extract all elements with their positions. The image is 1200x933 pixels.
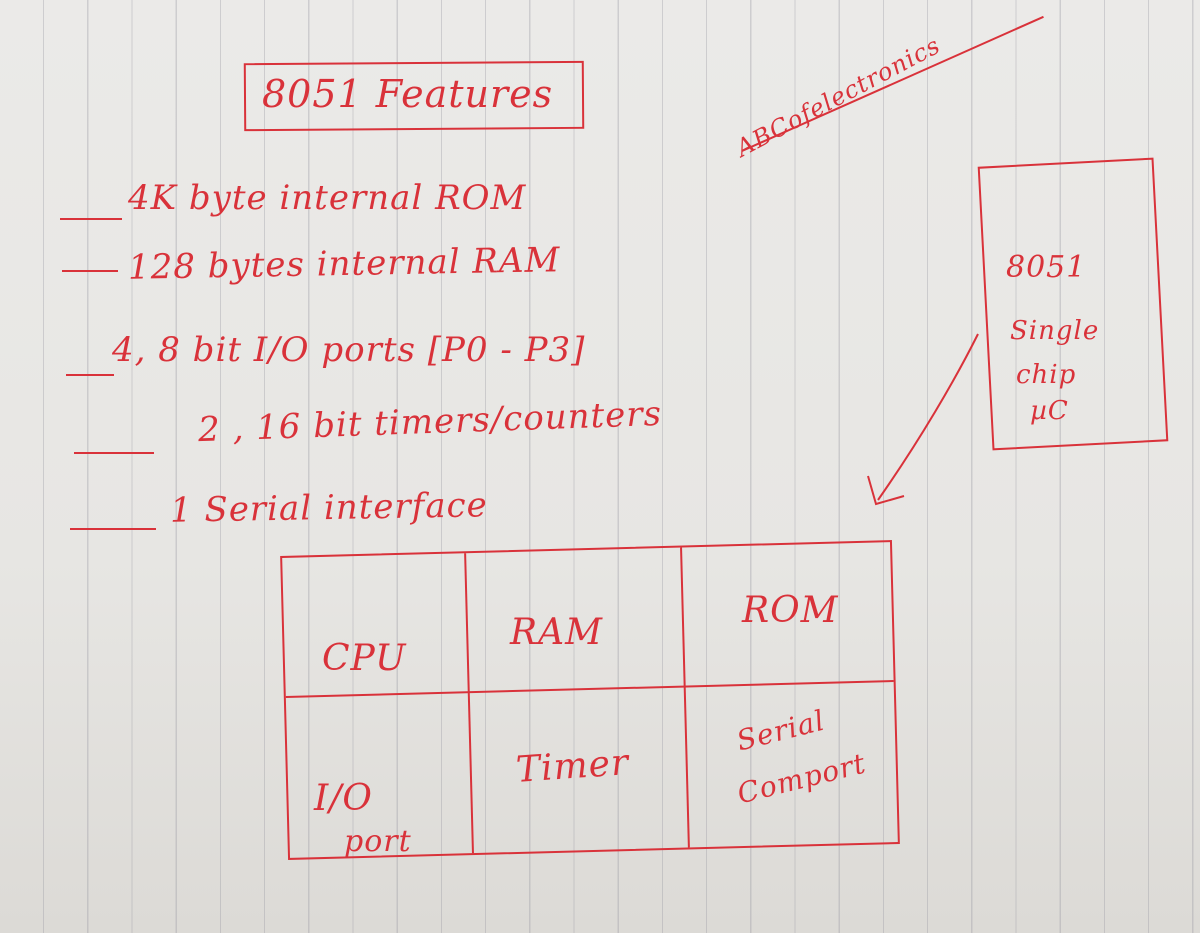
- block-cpu: CPU: [322, 638, 407, 679]
- block-timer: Timer: [514, 742, 631, 791]
- bullet-dash: [70, 528, 156, 530]
- block-diagram: [280, 540, 900, 860]
- chip-label-chip: chip: [1016, 360, 1077, 390]
- feature-rom: 4K byte internal ROM: [128, 178, 527, 218]
- feature-io-ports: 4, 8 bit I/O ports [P0 - P3]: [112, 330, 586, 370]
- block-ram: RAM: [510, 612, 603, 653]
- page-title: 8051 Features: [262, 72, 554, 116]
- bullet-dash: [60, 218, 122, 220]
- chip-name: 8051: [1006, 250, 1087, 285]
- chip-label-uc: µC: [1030, 396, 1069, 426]
- bullet-dash: [66, 374, 114, 376]
- bullet-dash: [62, 270, 118, 272]
- bullet-dash: [74, 452, 154, 454]
- grid-divider: [285, 680, 894, 698]
- block-io-label: I/O: [314, 778, 373, 819]
- chip-label-single: Single: [1010, 316, 1100, 346]
- block-io-port-label: port: [344, 824, 412, 859]
- block-rom: ROM: [742, 590, 839, 631]
- grid-divider: [680, 547, 690, 848]
- grid-divider: [464, 553, 474, 854]
